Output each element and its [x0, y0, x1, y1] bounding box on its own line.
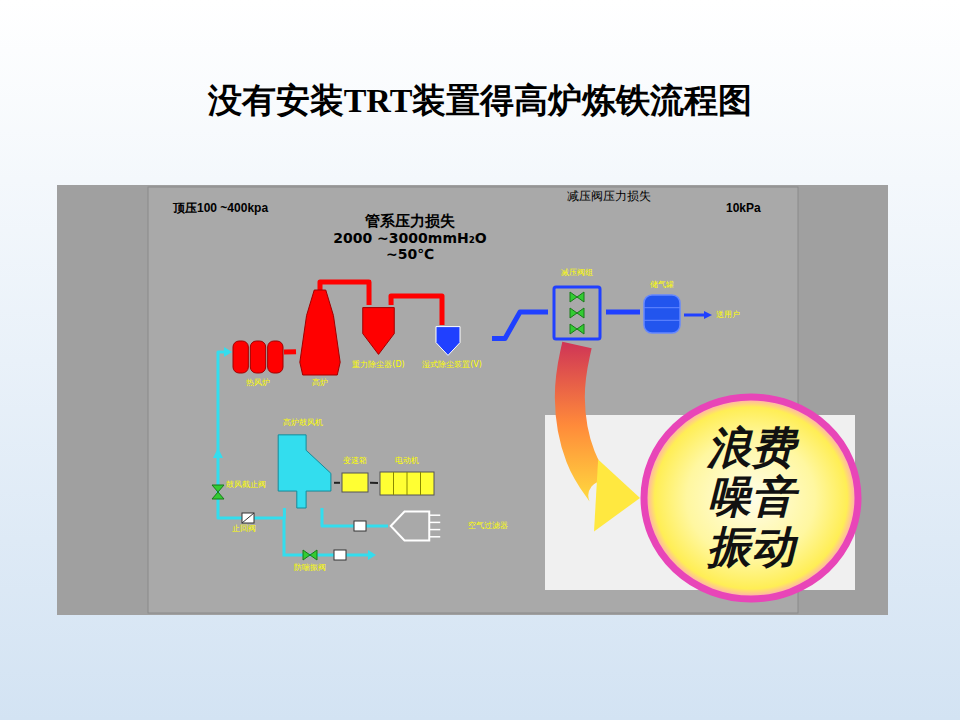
pipe-connector: [492, 312, 548, 339]
pipe-connector: [370, 482, 378, 483]
check-valve-flap: [242, 513, 254, 523]
air-filter: 空气过滤器: [388, 508, 510, 544]
supply-arrowhead: [704, 311, 712, 319]
pipe-connector: [391, 296, 442, 325]
arrowhead: [594, 460, 640, 532]
stove-shell: [233, 341, 248, 373]
loss-callout: 浪费 噪音 振动: [640, 393, 862, 603]
component-label: 变速箱: [343, 456, 367, 466]
antisurge-arrowhead: [368, 550, 376, 560]
valve-label: 鼓风截止阀: [226, 480, 266, 489]
pipe-connector: [606, 311, 640, 312]
valve-loss-heading: 减压阀压力损失: [567, 190, 651, 204]
top-pressure-note: 顶压100 ~400kpa: [173, 202, 268, 216]
callout-circle: [644, 397, 858, 599]
component-label: 高炉: [312, 378, 328, 388]
connector-line: [370, 482, 378, 484]
connector-line: [284, 349, 296, 354]
motor-body: [380, 472, 434, 495]
callout-text: 浪费 噪音 振动: [701, 424, 801, 572]
component-label: 电动机: [395, 456, 419, 466]
valve-label: 防喘振阀: [294, 563, 326, 572]
blast-blower-shape: [272, 418, 334, 508]
pipe-loss-heading: 管系压力损失: [365, 213, 455, 230]
filter-louver: [429, 522, 440, 524]
component-label: 重力除尘器(D): [352, 360, 404, 370]
slide-title: 没有安装TRT装置得高炉炼铁流程图: [0, 78, 960, 124]
antisurge-pipe: [284, 518, 368, 555]
valve-label: 止回阀: [232, 524, 256, 533]
component-label: 储气罐: [650, 280, 674, 290]
pressure-valve-group: 减压阀组: [548, 268, 606, 345]
tank-band: [644, 307, 680, 308]
valve-symbol: [570, 324, 584, 334]
tank-body: [644, 295, 680, 333]
inlet-silencer-symbol: [354, 521, 366, 531]
motor-fin: [393, 472, 394, 495]
silencer-symbol: [334, 550, 346, 560]
pipe-connector: [284, 351, 296, 352]
dust-catcher: 重力除尘器(D): [347, 305, 410, 370]
connector-line: [391, 296, 442, 325]
filter-housing: [391, 512, 430, 541]
gearbox-body: [342, 473, 368, 492]
component-label: 空气过滤器: [468, 521, 508, 531]
pipe-loss-value: 2000 ~3000mmH₂O: [333, 230, 486, 246]
tank-band: [644, 320, 680, 321]
loss-arrow: [570, 345, 640, 531]
connector-line: [218, 352, 284, 518]
pressure-valve-group-shape: [548, 268, 606, 345]
component-label: 高炉鼓风机: [283, 418, 323, 428]
temperature-note: ~50℃: [386, 246, 434, 262]
stove-shell: [268, 341, 283, 373]
motor-fin: [420, 472, 421, 495]
scrubber-body: [436, 327, 460, 356]
hot-stove: 热风炉: [232, 336, 284, 388]
wet-scrubber: 湿式除尘装置(V): [412, 325, 492, 370]
blower-casing: [278, 435, 331, 508]
connector-line: [334, 482, 340, 484]
dust-catcher-body: [363, 308, 395, 355]
blast-blower: 高炉鼓风机: [272, 418, 334, 508]
component-label: 减压阀组: [561, 268, 593, 278]
stove-shell: [250, 341, 265, 373]
outlet-pressure-note: 10kPa: [726, 202, 761, 216]
component-label: 湿式除尘装置(V): [422, 360, 482, 370]
valve-symbol: [570, 308, 584, 318]
supply-pipe: [684, 314, 706, 317]
filter-louver: [429, 514, 440, 516]
check-valve-symbol: [242, 513, 254, 523]
shutoff-valve-symbol: [212, 485, 224, 499]
connector-line: [606, 309, 640, 314]
component-label: 热风炉: [246, 378, 270, 388]
flow-arrowhead: [213, 448, 223, 458]
filter-louver: [429, 529, 440, 531]
motor-fin: [407, 472, 408, 495]
valve-symbol: [570, 292, 584, 302]
diagram-panel: [57, 185, 888, 615]
valve-frame: [554, 287, 600, 339]
antisurge-valve-symbol: [303, 550, 317, 560]
consumer-label: 送用户: [716, 310, 740, 319]
gearbox: 变速箱: [340, 456, 370, 496]
blast-furnace-shape: [296, 290, 344, 388]
electric-motor: 电动机: [378, 456, 436, 498]
pipe-connector: [334, 482, 340, 483]
filter-louver: [429, 536, 440, 538]
arrowhead: [224, 347, 232, 357]
furnace-shell: [300, 290, 340, 375]
gas-holder: 储气罐: [640, 280, 684, 335]
connector-line: [492, 312, 548, 339]
blast-furnace: 高炉: [296, 290, 344, 388]
